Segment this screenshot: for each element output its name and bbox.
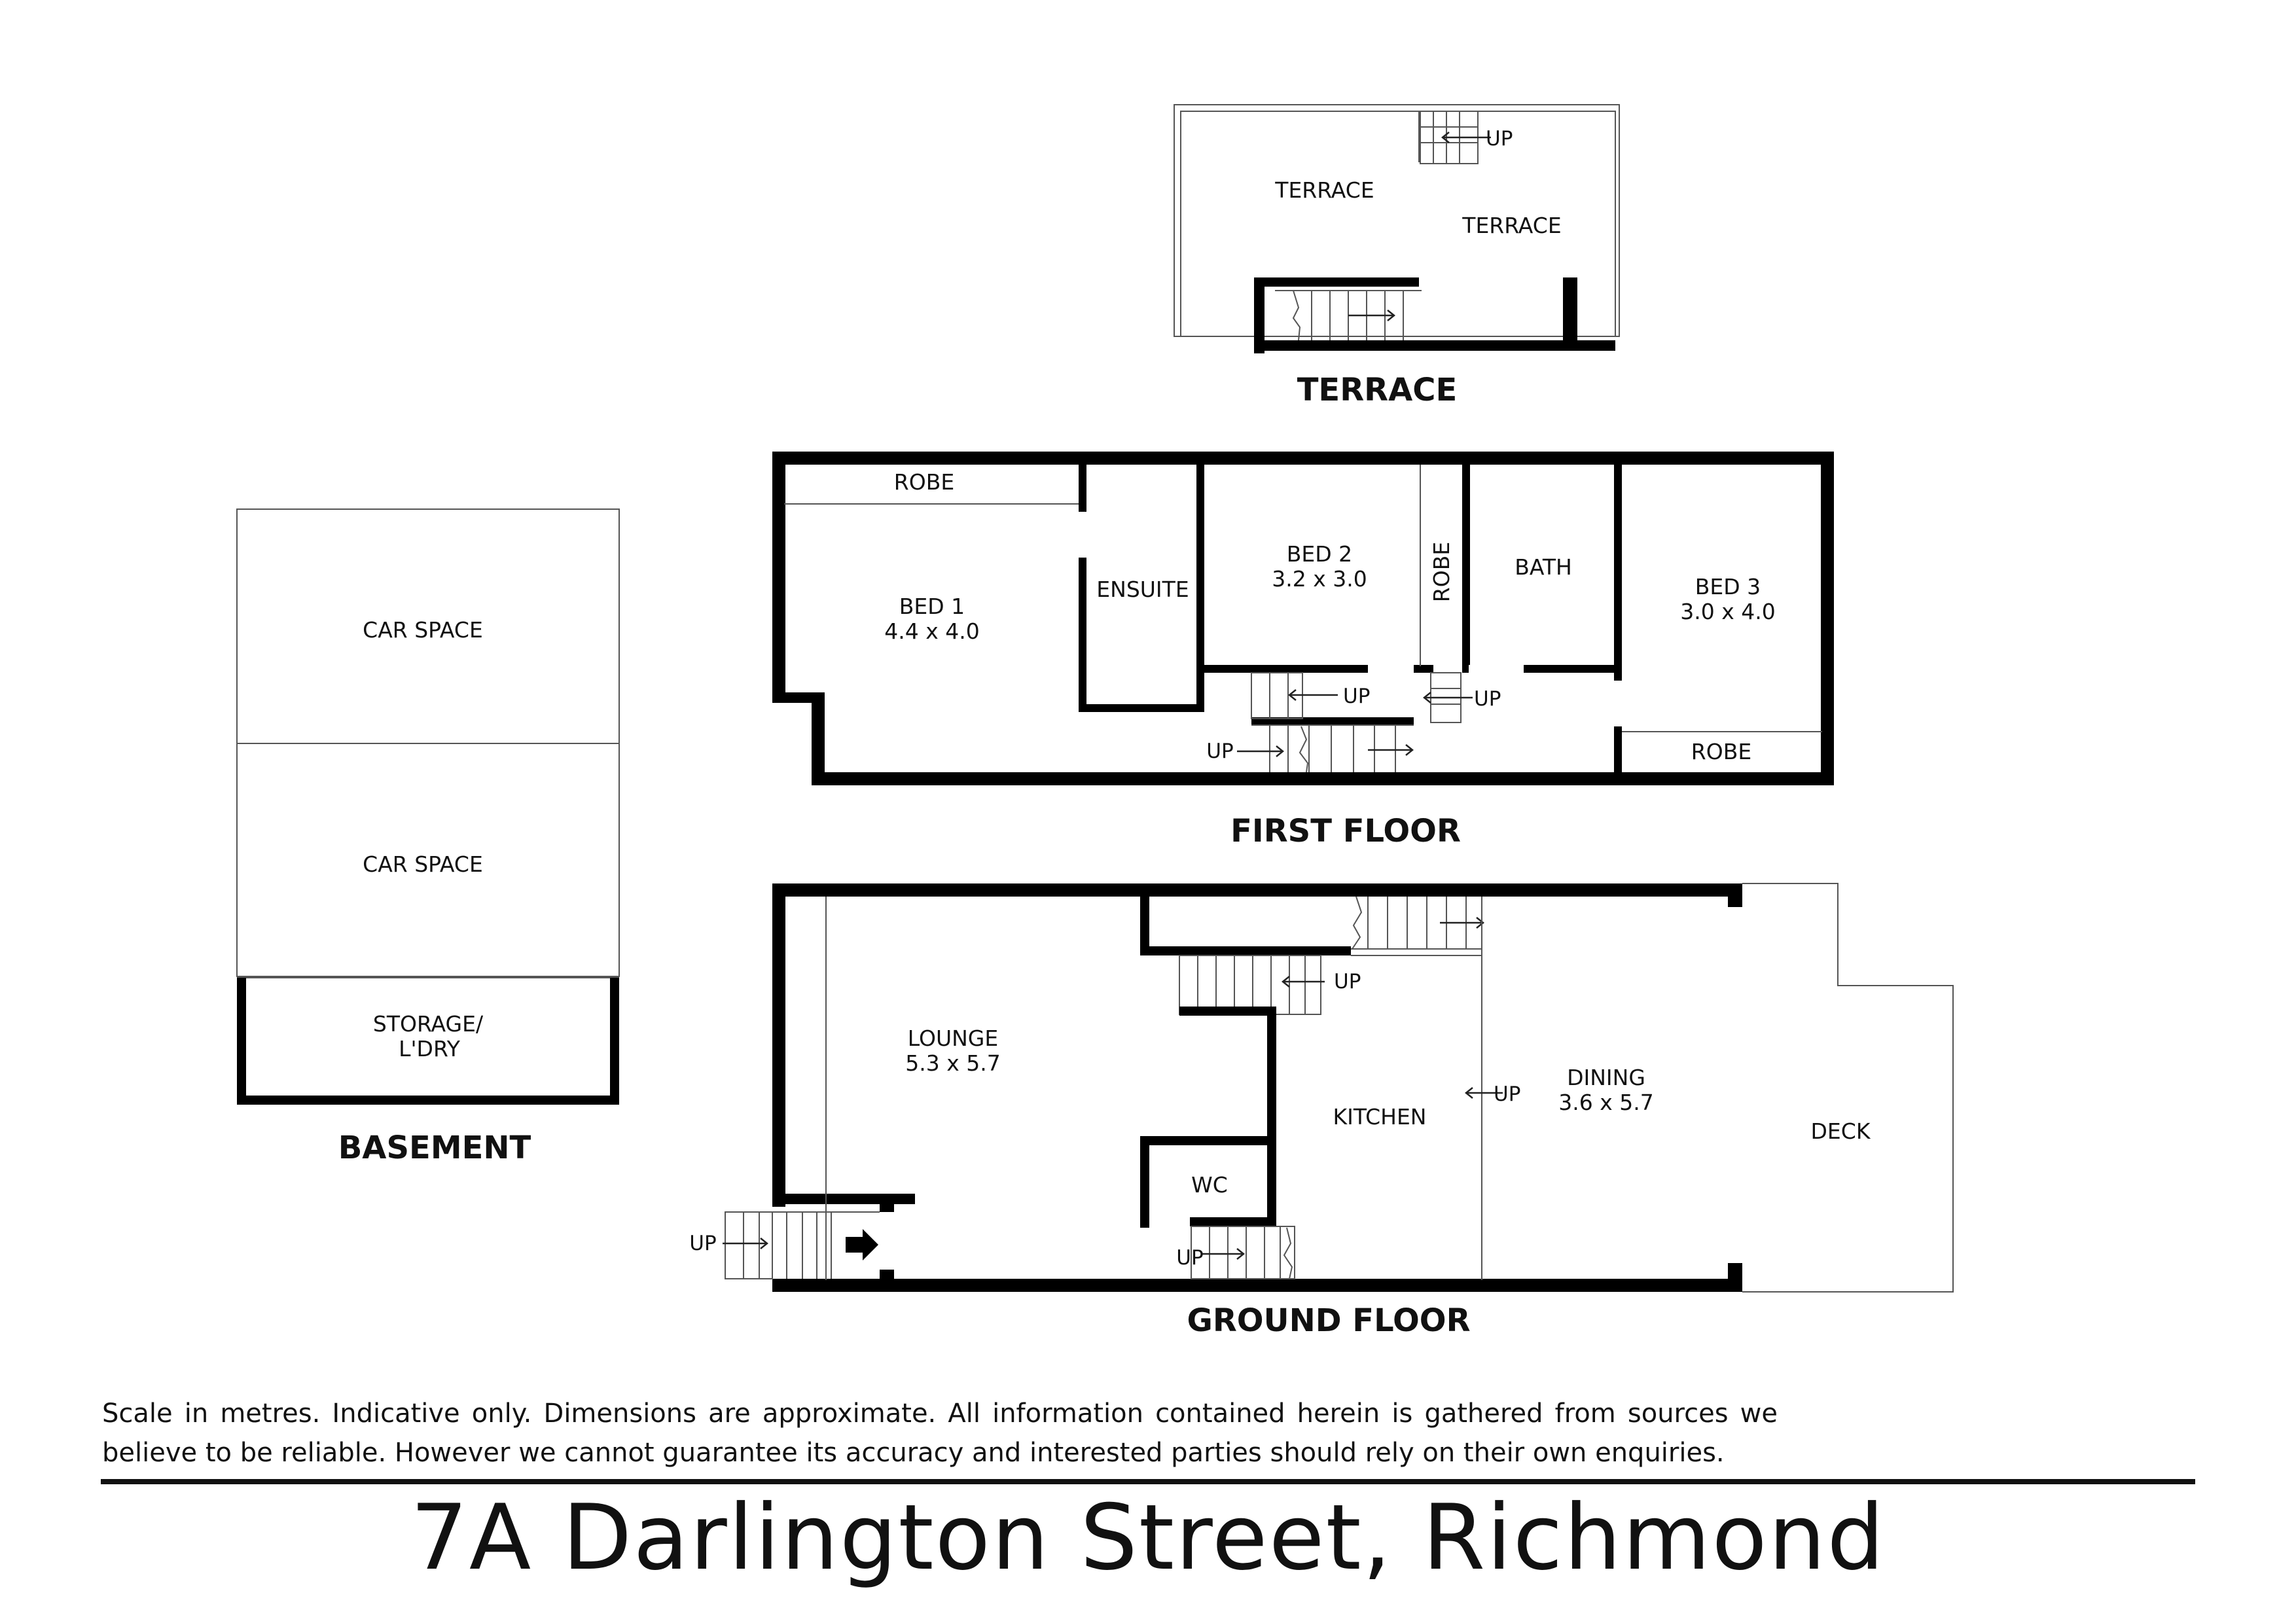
bed-3-dimensions: 3.0 x 4.0 bbox=[1680, 599, 1775, 624]
first-floor-plan: ROBE BED 1 4.4 x 4.0 ENSUITE BED 2 3.2 x… bbox=[772, 452, 1834, 849]
bed-2-label: BED 2 bbox=[1287, 541, 1352, 567]
property-address: 7A Darlington Street, Richmond bbox=[410, 1485, 1886, 1590]
ensuite-label: ENSUITE bbox=[1096, 577, 1189, 602]
kitchen-label: KITCHEN bbox=[1333, 1104, 1427, 1130]
terrace-right-label: TERRACE bbox=[1462, 213, 1561, 238]
first-floor-up-label: UP bbox=[1474, 687, 1501, 711]
first-floor-up-label: UP bbox=[1206, 740, 1233, 763]
robe-2-label: ROBE bbox=[1429, 542, 1454, 602]
ground-floor-up-label: UP bbox=[1176, 1246, 1203, 1270]
ground-floor-up-label: UP bbox=[1494, 1082, 1520, 1106]
ground-floor-label: GROUND FLOOR bbox=[1187, 1302, 1470, 1339]
terrace-left-label: TERRACE bbox=[1274, 177, 1374, 203]
deck-label: DECK bbox=[1811, 1118, 1871, 1144]
robe-1-label: ROBE bbox=[894, 469, 954, 495]
bed-1-label: BED 1 bbox=[899, 594, 965, 619]
disclaimer: Scale in metres. Indicative only. Dimens… bbox=[102, 1399, 1778, 1468]
ground-floor-up-label: UP bbox=[689, 1232, 716, 1255]
storage-label: STORAGE/ bbox=[373, 1011, 484, 1037]
lounge-dimensions: 5.3 x 5.7 bbox=[905, 1050, 1000, 1076]
dining-label: DINING bbox=[1567, 1065, 1645, 1090]
basement-label: BASEMENT bbox=[338, 1130, 531, 1166]
lounge-label: LOUNGE bbox=[908, 1026, 998, 1051]
bath-label: BATH bbox=[1515, 554, 1572, 580]
wc-label: WC bbox=[1191, 1172, 1228, 1198]
divider bbox=[101, 1479, 2195, 1484]
first-floor-label: FIRST FLOOR bbox=[1230, 813, 1461, 849]
ground-floor-up-label: UP bbox=[1334, 970, 1361, 993]
dining-dimensions: 3.6 x 5.7 bbox=[1558, 1090, 1653, 1115]
car-space-2-label: CAR SPACE bbox=[363, 851, 483, 877]
bed-1-dimensions: 4.4 x 4.0 bbox=[884, 618, 979, 644]
robe-3-label: ROBE bbox=[1691, 739, 1751, 764]
terrace-plan: TERRACE TERRACE UP TERRACE bbox=[1174, 104, 1620, 408]
basement-plan: CAR SPACE CAR SPACE STORAGE/ L'DRY BASEM… bbox=[236, 508, 620, 1166]
bed-2-dimensions: 3.2 x 3.0 bbox=[1272, 566, 1367, 592]
car-space-1-label: CAR SPACE bbox=[363, 617, 483, 643]
laundry-label: L'DRY bbox=[399, 1036, 461, 1061]
first-floor-up-label: UP bbox=[1343, 685, 1370, 708]
terrace-up-label: UP bbox=[1486, 127, 1513, 151]
ground-floor-plan: LOUNGE 5.3 x 5.7 KITCHEN DINING 3.6 x 5.… bbox=[689, 883, 1954, 1339]
bed-3-label: BED 3 bbox=[1695, 574, 1761, 599]
terrace-floor-label: TERRACE bbox=[1297, 372, 1458, 408]
